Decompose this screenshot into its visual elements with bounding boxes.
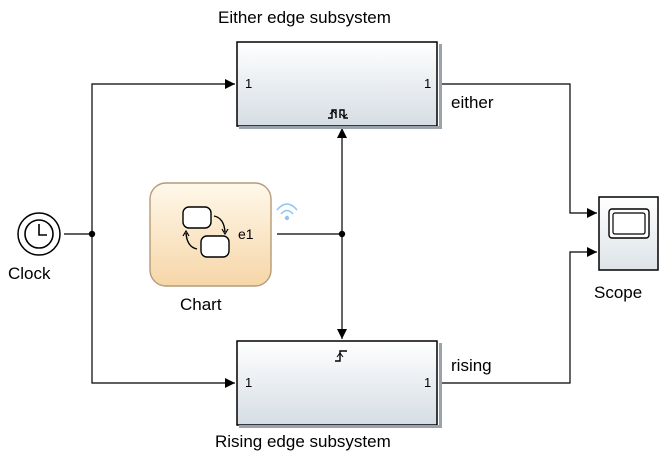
scope-block-name: Scope xyxy=(594,283,643,302)
either-subsystem-title: Either edge subsystem xyxy=(218,8,391,27)
rising-subsystem-title: Rising edge subsystem xyxy=(215,432,391,451)
rising-signal-label[interactable]: rising xyxy=(451,356,492,375)
either-output-port-label: 1 xyxy=(424,76,432,91)
either-signal-label[interactable]: either xyxy=(451,93,494,112)
broadcast-icon xyxy=(276,203,298,221)
either-input-port-label: 1 xyxy=(245,76,253,91)
clock-branch-point xyxy=(88,230,96,238)
rising-edge-trigger-icon xyxy=(335,350,347,362)
scope-display-icon xyxy=(608,208,650,239)
rising-output-port-label: 1 xyxy=(424,375,432,390)
either-edge-subsystem-block[interactable] xyxy=(236,41,442,129)
rising-signal-line[interactable] xyxy=(440,247,597,384)
chart-block-name: Chart xyxy=(180,295,222,314)
chart-event-port-label: e1 xyxy=(238,226,254,242)
event-branch-point xyxy=(338,230,346,238)
clock-to-rising-line[interactable] xyxy=(91,234,235,388)
clock-block[interactable] xyxy=(17,212,61,256)
stateflow-chart-icon xyxy=(182,206,230,258)
either-edge-trigger-icon xyxy=(328,109,348,119)
either-signal-line[interactable] xyxy=(440,83,597,218)
scope-block[interactable] xyxy=(598,196,659,271)
rising-input-port-label: 1 xyxy=(245,375,253,390)
rising-edge-subsystem-block[interactable] xyxy=(236,340,442,428)
clock-icon xyxy=(24,219,54,249)
signal-lines xyxy=(64,79,597,388)
chart-block[interactable] xyxy=(149,182,272,287)
clock-block-name: Clock xyxy=(8,264,51,283)
clock-to-either-line[interactable] xyxy=(91,79,235,234)
